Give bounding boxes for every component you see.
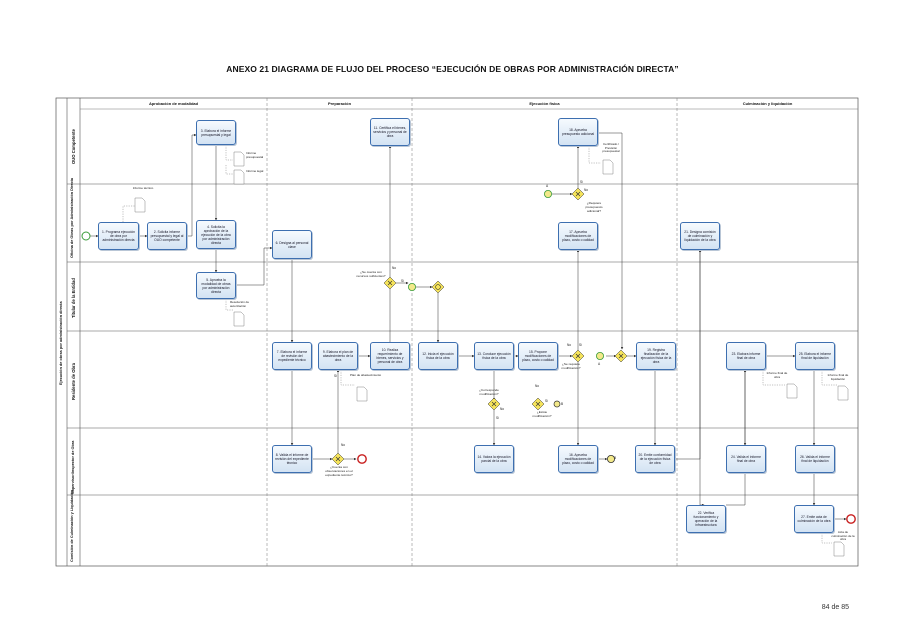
- task-9[interactable]: 9. Elabora el plan de abastecimiento de …: [318, 342, 358, 370]
- task-21[interactable]: 21. Designa comisión de culminación y li…: [680, 222, 720, 250]
- flow-label-no-3: No: [500, 407, 505, 411]
- lane-label-comision: Comisión de Culminación y Liquidación: [70, 489, 74, 562]
- task-3[interactable]: 3. Elabora el informe presupuestal y leg…: [196, 120, 236, 145]
- flow-label-no-1: No: [392, 266, 397, 270]
- pool-label: Ejecución de obras por administración di…: [59, 301, 63, 385]
- task-19[interactable]: 19. Registra finalización de la ejecució…: [636, 342, 676, 370]
- lane-label-residente: Residente de Obra: [71, 362, 76, 400]
- lane-label-oficina: Oficina de Obras por Administración Dire…: [70, 177, 74, 258]
- doc-plan: Plan de abastecimiento: [350, 373, 382, 377]
- gateway-label-exist: ¿Existe modificación?: [532, 410, 552, 418]
- task-24[interactable]: 24. Valida el informe final de obra: [726, 445, 766, 473]
- sequence-flows: [90, 132, 847, 521]
- end-event-1: [357, 454, 367, 464]
- flow-label-a-2: A: [598, 362, 601, 366]
- phase-header-preparacion: Preparación: [327, 101, 352, 106]
- gateway-label-add: ¿Requiere presupuesto adicional?: [585, 201, 603, 213]
- flow-label-si-3: Sí: [496, 416, 500, 420]
- flow-label-no-6: No: [584, 188, 589, 192]
- flow-label-no-4: No: [535, 384, 540, 388]
- gateway-marks: [335, 191, 624, 462]
- pool-frame: [55, 97, 859, 567]
- task-15[interactable]: 15. Propone modificaciones de plazo, cos…: [518, 342, 558, 370]
- flow-label-si-2: Sí: [334, 374, 338, 378]
- task-7[interactable]: 7. Elabora el informe de revisión del ex…: [272, 342, 312, 370]
- phase-header-ejecucion: Ejecución física: [529, 101, 560, 106]
- doc-informe-final-obra: Informe final de obra: [766, 371, 788, 379]
- task-27[interactable]: 27. Emite acta de culminación de la obra: [794, 505, 834, 533]
- task-8[interactable]: 8. Valida el informe de revisión del exp…: [272, 445, 312, 473]
- flow-label-no-5: No: [567, 343, 572, 347]
- flow-label-no-2: No: [341, 443, 346, 447]
- task-14[interactable]: 14. Valora la ejecución parcial de la ob…: [474, 445, 514, 473]
- data-objects: [134, 151, 849, 557]
- flow-label-si-5: Sí: [579, 343, 583, 347]
- link-event-a: [544, 189, 553, 198]
- page-title: ANEXO 21 DIAGRAMA DE FLUJO DEL PROCESO “…: [226, 64, 679, 74]
- doc-certificado: Certificado / Previsión presupuestal: [602, 142, 620, 154]
- doc-informe-presupuestal: Informe presupuestal: [246, 151, 264, 159]
- lane-label-ouo: OUO Competente: [71, 129, 76, 164]
- doc-informe-legal: Informe legal: [246, 169, 264, 173]
- task-26[interactable]: 26. Valida el informe final de liquidaci…: [795, 445, 835, 473]
- phase-header-culminacion: Culminación y liquidación: [742, 101, 793, 106]
- gateway-label-mod: ¿Se requiere modificación?: [561, 362, 581, 370]
- flow-label-b-1: B: [561, 402, 564, 406]
- task-22[interactable]: 22. Verifica funcionamiento y operación …: [686, 505, 726, 533]
- gateway-label-exp: ¿Cuenta con observaciones en el expedien…: [325, 465, 353, 477]
- flow-label-a-1: A: [546, 184, 549, 188]
- task-5[interactable]: 5. Aprueba la modalidad de obras por adm…: [196, 272, 236, 299]
- task-20[interactable]: 20. Emite conformidad de la ejecución fí…: [635, 445, 675, 473]
- doc-informe-final-liq: Informe final de liquidación: [827, 373, 849, 381]
- task-10[interactable]: 10. Realiza requerimiento de bienes, ser…: [370, 342, 410, 370]
- task-23[interactable]: 23. Elabora informe final de obra: [726, 342, 766, 370]
- task-18[interactable]: 18. Aprueba presupuesto adicional: [558, 118, 598, 146]
- task-12[interactable]: 12. Inicia el ejecución física de la obr…: [418, 342, 458, 370]
- start-event: [81, 231, 91, 241]
- task-11[interactable]: 11. Certifica el bienes, servicios y per…: [370, 118, 410, 146]
- task-2[interactable]: 2. Solicita informe presupuestal y legal…: [147, 222, 187, 250]
- gateway-merge: [431, 280, 445, 294]
- phase-header-aprobacion: Aprobación de modalidad: [148, 101, 199, 106]
- link-event-b: [607, 454, 616, 463]
- link-event-c: [553, 400, 561, 408]
- task-13[interactable]: 13. Conduce ejecución física de la obra: [474, 342, 514, 370]
- doc-resolucion: Resolución de autorización: [230, 300, 250, 308]
- doc-acta: Acta de culminación de la obra: [831, 530, 855, 542]
- gateway-label-cont: ¿Corresponde modificación?: [479, 388, 499, 396]
- association-lines: [122, 145, 838, 544]
- intermediate-event-2: [596, 351, 605, 360]
- lane-label-titular: Titular de la Entidad: [71, 278, 76, 318]
- flow-label-si-4: Sí: [545, 399, 549, 403]
- gateway-label-prep: ¿Se cuenta con recursos suficientes?: [356, 270, 386, 278]
- flow-label-b-2: B: [614, 456, 617, 460]
- intermediate-event-1: [407, 282, 416, 291]
- doc-informe-tecnico: Informe técnico: [132, 186, 154, 190]
- task-25[interactable]: 25. Elabora el informe final de liquidac…: [795, 342, 835, 370]
- task-17[interactable]: 17. Aprueba modificaciones de plazo, cos…: [558, 222, 598, 250]
- flow-label-si-6: Sí: [580, 180, 584, 184]
- page-number: 84 de 85: [821, 604, 849, 611]
- lane-label-supervisor: Supervisor/Inspector de Obra: [71, 440, 75, 494]
- task-16[interactable]: 16. Aprueba modificaciones de plazo, cos…: [558, 445, 598, 473]
- task-4[interactable]: 4. Solicita la aprobación de la ejecució…: [196, 220, 236, 249]
- task-6[interactable]: 6. Designa al personal clave: [272, 230, 312, 259]
- task-1[interactable]: 1. Programa ejecución de obra por admini…: [98, 222, 139, 250]
- flow-label-si-1: Sí: [401, 279, 405, 283]
- end-event-2: [846, 514, 856, 524]
